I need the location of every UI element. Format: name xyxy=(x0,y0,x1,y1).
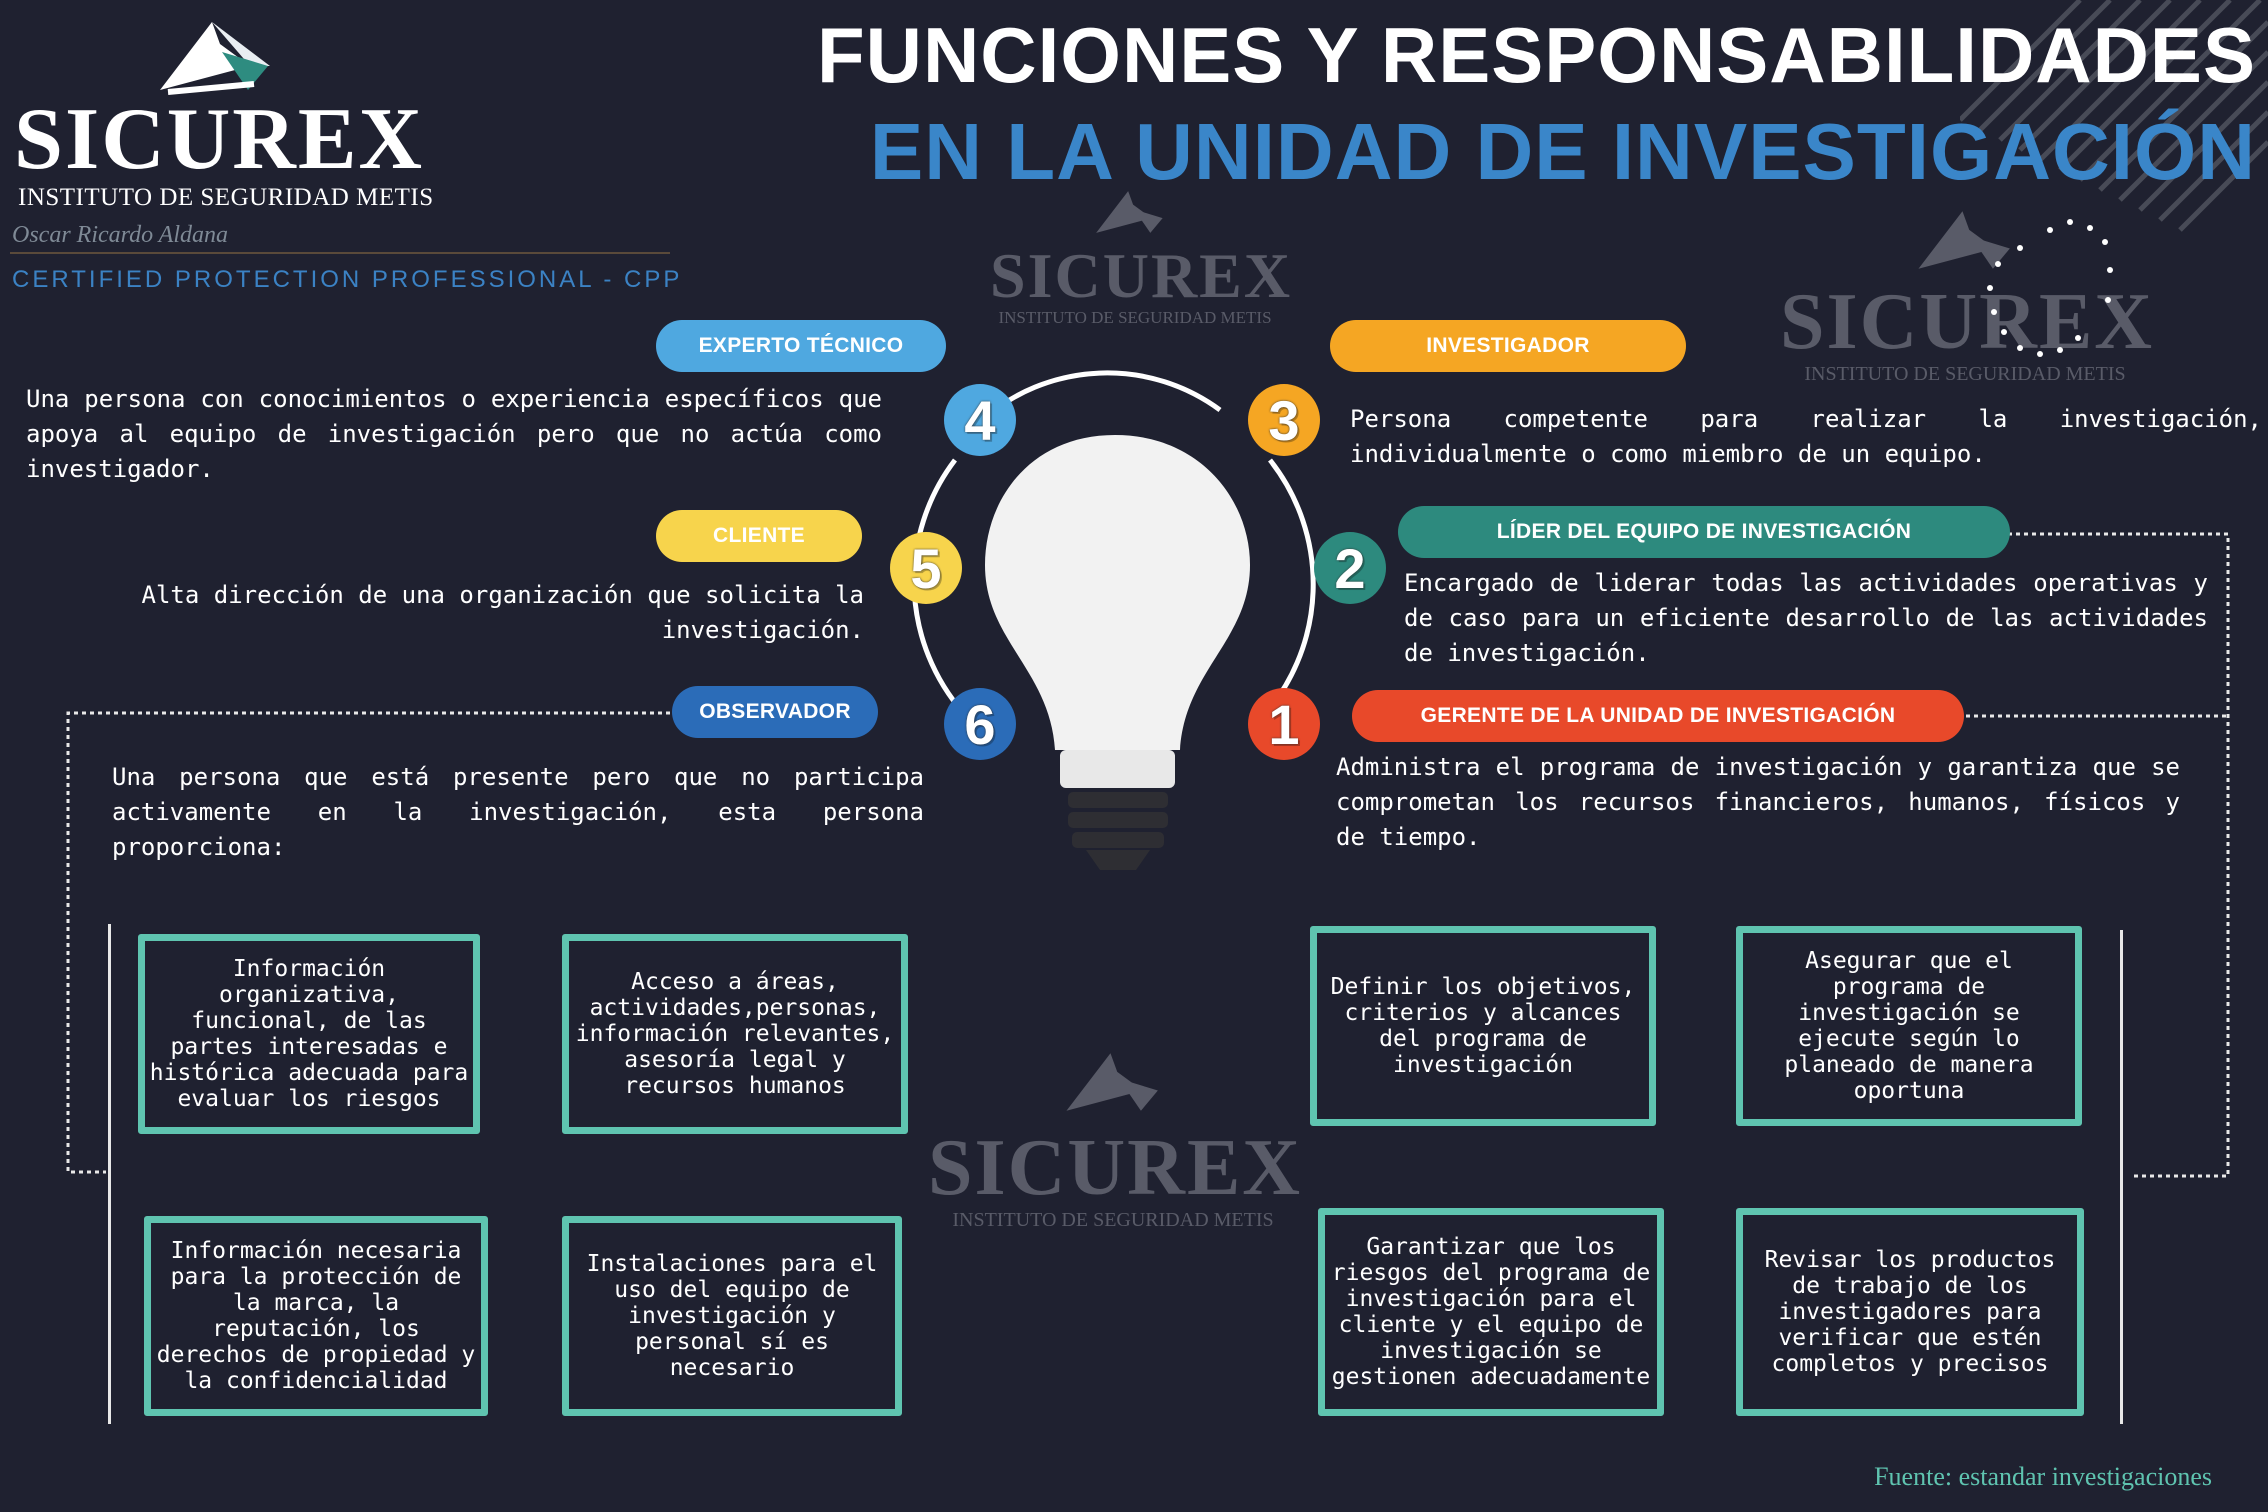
observer-item-box: Información necesaria para la protección… xyxy=(144,1216,488,1416)
role-pill-5: CLIENTE xyxy=(656,510,862,562)
observer-item-box: Instalaciones para el uso del equipo de … xyxy=(562,1216,902,1416)
watermark-top-right: SICUREX INSTITUTO DE SEGURIDAD METIS xyxy=(1780,211,2155,386)
role-pill-4: EXPERTO TÉCNICO xyxy=(656,320,946,372)
role-description-6: Una persona que está presente pero que n… xyxy=(112,763,924,861)
manager-item-box: Revisar los productos de trabajo de los … xyxy=(1736,1208,2084,1416)
source-credit: Fuente: estandar investigaciones xyxy=(1874,1462,2212,1491)
manager-item-box: Definir los objetivos, criterios y alcan… xyxy=(1310,926,1656,1126)
connector-observer xyxy=(66,711,670,1174)
manager-item-box: Garantizar que los riesgos del programa … xyxy=(1318,1208,1664,1416)
observer-item-box: Acceso a áreas, actividades,personas, in… xyxy=(562,934,908,1134)
role-pill-6: OBSERVADOR xyxy=(672,686,878,738)
brand-subtitle: INSTITUTO DE SEGURIDAD METIS xyxy=(18,184,434,211)
author-name: Oscar Ricardo Aldana xyxy=(12,222,228,248)
watermark-subtitle: INSTITUTO DE SEGURIDAD METIS xyxy=(1804,363,2126,385)
watermark-center-bottom: SICUREX INSTITUTO DE SEGURIDAD METIS xyxy=(928,1053,1303,1232)
role-number-2: 2 xyxy=(1314,532,1386,604)
role-number-3: 3 xyxy=(1248,384,1320,456)
watermark-subtitle: INSTITUTO DE SEGURIDAD METIS xyxy=(952,1209,1274,1231)
role-pill-3: INVESTIGADOR xyxy=(1330,320,1686,372)
watermark-center-top: SICUREX INSTITUTO DE SEGURIDAD METIS xyxy=(990,191,1293,328)
watermark-name: SICUREX xyxy=(928,1124,1303,1212)
title-line-2: EN LA UNIDAD DE INVESTIGACIÓN xyxy=(869,107,2256,196)
left-bracket-line xyxy=(108,924,111,1424)
watermark-name: SICUREX xyxy=(990,240,1293,311)
role-description-5: Alta dirección de una organización que s… xyxy=(141,581,864,644)
role-number-5: 5 xyxy=(890,532,962,604)
watermark-subtitle: INSTITUTO DE SEGURIDAD METIS xyxy=(998,308,1272,327)
role-number-6: 6 xyxy=(944,688,1016,760)
watermark-logo-icon xyxy=(1096,191,1163,233)
right-bracket-line xyxy=(2120,930,2123,1424)
manager-item-box: Asegurar que el programa de investigació… xyxy=(1736,926,2082,1126)
role-number-1: 1 xyxy=(1248,688,1320,760)
role-number-4: 4 xyxy=(944,384,1016,456)
certification-label: CERTIFIED PROTECTION PROFESSIONAL - CPP xyxy=(12,266,683,293)
watermark-name: SICUREX xyxy=(1780,278,2155,366)
stripe-decoration xyxy=(1960,0,2268,232)
title-line-1: FUNCIONES Y RESPONSABILIDADES xyxy=(816,11,2256,99)
role-description-3: Persona competente para realizar la inve… xyxy=(1350,405,2262,468)
watermark-logo-icon xyxy=(1918,211,2010,269)
observer-item-box: Información organizativa, funcional, de … xyxy=(138,934,480,1134)
role-pill-2: LÍDER DEL EQUIPO DE INVESTIGACIÓN xyxy=(1398,506,2010,558)
brand-name: SICUREX xyxy=(14,91,425,188)
role-description-4: Una persona con conocimientos o experien… xyxy=(26,385,882,483)
lightbulb-icon xyxy=(911,370,1316,870)
dot-decoration xyxy=(1987,219,2113,357)
role-description-2: Encargado de liderar todas las actividad… xyxy=(1404,569,2208,667)
logo-icon xyxy=(160,22,270,95)
connector-manager xyxy=(1960,532,2230,1178)
watermark-logo-icon xyxy=(1066,1053,1158,1111)
role-description-1: Administra el programa de investigación … xyxy=(1336,753,2180,851)
author-divider xyxy=(10,252,670,254)
role-pill-1: GERENTE DE LA UNIDAD DE INVESTIGACIÓN xyxy=(1352,690,1964,742)
